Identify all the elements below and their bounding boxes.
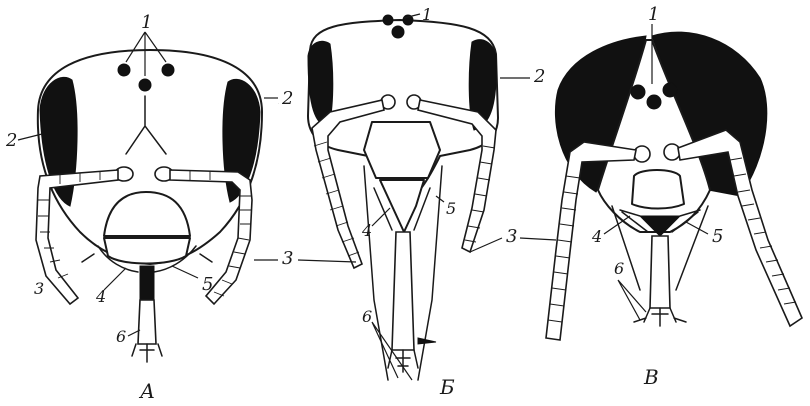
label-ocelli-b: 1 <box>422 5 432 24</box>
head-v-labium <box>650 236 670 308</box>
label-mandible-v: 4 <box>591 227 602 246</box>
head-a-ocellus <box>139 79 151 91</box>
head-v-antenna-socket <box>634 146 650 162</box>
head-v-ocellus <box>631 85 645 99</box>
label-eye-a-right: 2 <box>281 88 293 109</box>
head-b: Б <box>308 15 498 399</box>
head-b-clypeus <box>364 122 440 178</box>
label-eye-a-left: 2 <box>5 130 17 151</box>
label-maxilla-a: 5 <box>202 274 213 295</box>
head-a-labium-base <box>140 266 154 300</box>
head-a-caption: А <box>138 379 155 403</box>
label-eye-b: 2 <box>533 66 545 87</box>
label-ocelli-a: 1 <box>141 12 152 33</box>
label-mandible-b: 4 <box>361 221 372 240</box>
head-a: А <box>36 50 262 403</box>
label-antenna-v: 3 <box>506 226 517 247</box>
head-v-clypeus <box>632 170 684 209</box>
head-a-labium-tip <box>132 344 162 362</box>
head-v-ocellus <box>663 83 677 97</box>
head-a-labrum <box>104 238 190 264</box>
head-a-labium <box>138 300 156 344</box>
label-maxilla-b: 5 <box>446 199 456 218</box>
head-v-labium-tip <box>634 308 686 326</box>
head-b-ocellus <box>392 26 404 38</box>
label-antenna-shared: 3 <box>282 248 293 269</box>
head-b-ocellus <box>383 15 393 25</box>
head-b-caption: Б <box>439 375 455 399</box>
head-a-ocellus <box>118 64 130 76</box>
head-b-maxilla-tip <box>418 338 436 344</box>
head-b-labium-tip <box>388 350 418 372</box>
head-b-labium <box>392 232 414 350</box>
label-labium-v: 6 <box>614 259 624 278</box>
label-ocelli-v: 1 <box>648 4 659 25</box>
label-labium-b: 6 <box>362 307 372 326</box>
head-v-caption: В <box>643 365 659 389</box>
head-v-ocellus <box>647 95 661 109</box>
head-v: В <box>546 32 802 389</box>
label-maxilla-v: 5 <box>712 226 723 247</box>
head-a-ocellus <box>162 64 174 76</box>
head-b-labrum <box>380 180 424 232</box>
label-antenna-a-left: 3 <box>34 279 44 298</box>
label-labium-a: 6 <box>116 327 126 346</box>
label-eye-b-left: 2 <box>278 103 279 105</box>
head-v-antenna-socket <box>664 144 680 160</box>
